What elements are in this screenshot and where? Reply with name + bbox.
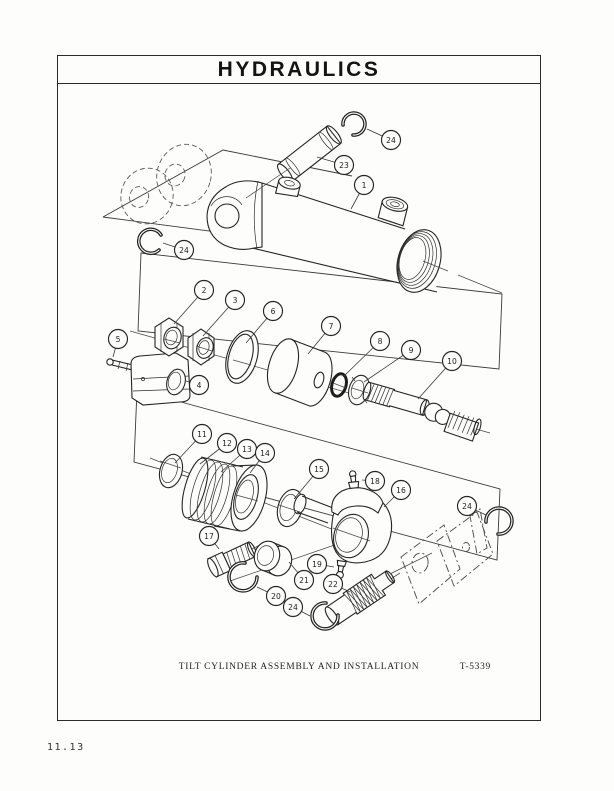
part-2-nut [154, 317, 184, 357]
caption-row: TILT CYLINDER ASSEMBLY AND INSTALLATION … [57, 662, 541, 672]
svg-text:24: 24 [179, 246, 189, 255]
callout-24: 24 [366, 128, 402, 151]
part-12-13-14-gland [181, 456, 268, 532]
part-1-cylinder [206, 176, 442, 293]
part-6-backup-ring [225, 330, 259, 384]
svg-text:2: 2 [202, 286, 207, 295]
svg-text:24: 24 [386, 136, 396, 145]
svg-text:4: 4 [197, 381, 202, 390]
center-lines-through [159, 167, 503, 575]
svg-text:5: 5 [116, 335, 121, 344]
part-3-nut [187, 328, 215, 366]
svg-text:10: 10 [447, 357, 457, 366]
callout-6: 6 [245, 300, 284, 344]
callout-19: 19 [306, 553, 335, 575]
callout-15: 15 [293, 458, 330, 500]
part-10-rod-assembly [362, 381, 482, 442]
callout-22: 22 [322, 573, 351, 595]
callout-14: 14 [249, 442, 276, 474]
callout-12: 12 [199, 432, 238, 465]
svg-text:8: 8 [378, 337, 383, 346]
svg-text:23: 23 [339, 161, 349, 170]
callout-9: 9 [363, 339, 422, 383]
part-23-pin [276, 125, 342, 183]
svg-text:13: 13 [242, 445, 252, 454]
part-8-o-ring [330, 372, 348, 398]
callout-24: 24 [456, 495, 487, 517]
callout-18: 18 [361, 470, 386, 492]
svg-text:24: 24 [288, 603, 298, 612]
part-11-wiper-ring [158, 453, 184, 489]
callout-3: 3 [202, 289, 246, 337]
svg-text:20: 20 [271, 592, 281, 601]
part-4-coupling [130, 352, 191, 406]
title-band: HYDRAULICS [58, 56, 540, 84]
svg-text:17: 17 [204, 532, 214, 541]
svg-text:24: 24 [462, 502, 472, 511]
callout-2: 2 [173, 279, 215, 325]
callout-11: 11 [174, 423, 213, 464]
svg-text:3: 3 [233, 296, 238, 305]
callout-8: 8 [342, 330, 391, 378]
callout-24: 24 [282, 596, 311, 618]
callout-7: 7 [307, 315, 342, 355]
page-title: HYDRAULICS [217, 57, 381, 81]
part-18-grease-fitting [347, 470, 360, 490]
figure-frame: HYDRAULICS [57, 55, 541, 721]
part-7-piston [266, 338, 333, 407]
svg-text:22: 22 [328, 580, 338, 589]
part-16-rod-clevis [293, 470, 393, 579]
figure-number: T-5339 [459, 662, 491, 672]
svg-text:1: 1 [362, 181, 367, 190]
callout-10: 10 [417, 350, 463, 400]
mounting-bracket-phantom [400, 508, 494, 605]
callout-1: 1 [350, 174, 375, 210]
callout-20: 20 [256, 585, 287, 607]
svg-text:15: 15 [314, 465, 324, 474]
part-21-bushing [253, 540, 293, 577]
part-19-grease-fitting [335, 559, 348, 579]
svg-text:16: 16 [396, 486, 406, 495]
callout-21: 21 [288, 561, 315, 591]
svg-text:7: 7 [329, 322, 334, 331]
callout-23: 23 [316, 154, 355, 176]
svg-text:9: 9 [409, 346, 414, 355]
page-number: 11.13 [47, 742, 85, 753]
callout-16: 16 [383, 479, 412, 508]
svg-text:11: 11 [197, 430, 207, 439]
svg-text:21: 21 [299, 576, 309, 585]
svg-text:12: 12 [222, 439, 232, 448]
svg-text:19: 19 [312, 560, 322, 569]
callout-24: 24 [162, 239, 195, 261]
callout-17: 17 [198, 525, 220, 550]
svg-text:6: 6 [271, 307, 276, 316]
svg-text:18: 18 [370, 477, 380, 486]
svg-text:14: 14 [260, 449, 270, 458]
figure-caption: TILT CYLINDER ASSEMBLY AND INSTALLATION [178, 662, 420, 672]
callout-5: 5 [107, 328, 129, 358]
phantom-frame [120, 143, 212, 225]
callout-4: 4 [185, 374, 210, 396]
